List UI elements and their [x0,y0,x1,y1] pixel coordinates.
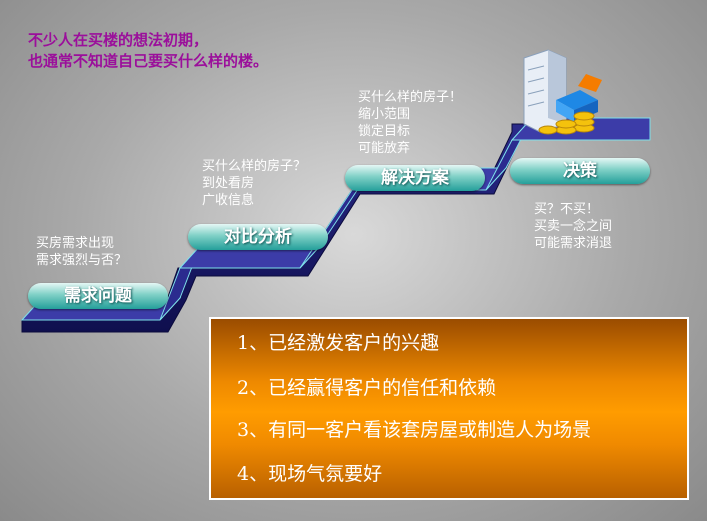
note-line: 需求强烈与否？ [36,253,128,268]
note-line: 买什么样的房子？ [202,159,307,174]
condition-item: 4、现场气氛要好 [237,463,383,485]
note-line: 买卖一念之间 [534,219,613,234]
note-line: 买什么样的房子！ [358,90,463,105]
step-label-demand: 需求问题 [28,283,168,309]
step-notes-decision: 买？不买！ 买卖一念之间 可能需求消退 [534,201,612,252]
note-line: 可能放弃 [358,141,411,156]
condition-item: 2、已经赢得客户的信任和依赖 [237,377,497,399]
note-line: 广收信息 [202,193,255,208]
step-label-compare: 对比分析 [188,224,328,250]
condition-item: 3、有同一客户看该套房屋或制造人为场景 [237,419,592,441]
note-line: 可能需求消退 [534,236,613,251]
conditions-box: 1、已经激发客户的兴趣 2、已经赢得客户的信任和依赖 3、有同一客户看该套房屋或… [209,317,689,500]
step-label-decision: 决策 [510,158,650,184]
note-line: 买？不买！ [534,202,600,217]
note-line: 缩小范围 [358,107,411,122]
building-stack-icon [523,49,602,135]
note-line: 到处看房 [202,176,255,191]
step-label-solution: 解决方案 [345,165,485,191]
step-notes-demand: 买房需求出现 需求强烈与否？ [36,235,127,269]
step-notes-solution: 买什么样的房子！ 缩小范围 锁定目标 可能放弃 [358,89,462,157]
note-line: 买房需求出现 [36,236,115,251]
slide-heading-line1: 不少人在买楼的想法初期， [28,31,209,49]
note-line: 锁定目标 [358,124,411,139]
step-notes-compare: 买什么样的房子？ 到处看房 广收信息 [202,158,306,209]
condition-item: 1、已经激发客户的兴趣 [237,332,440,354]
slide-heading-line2: 也通常不知道自己要买什么样的楼。 [28,52,269,70]
